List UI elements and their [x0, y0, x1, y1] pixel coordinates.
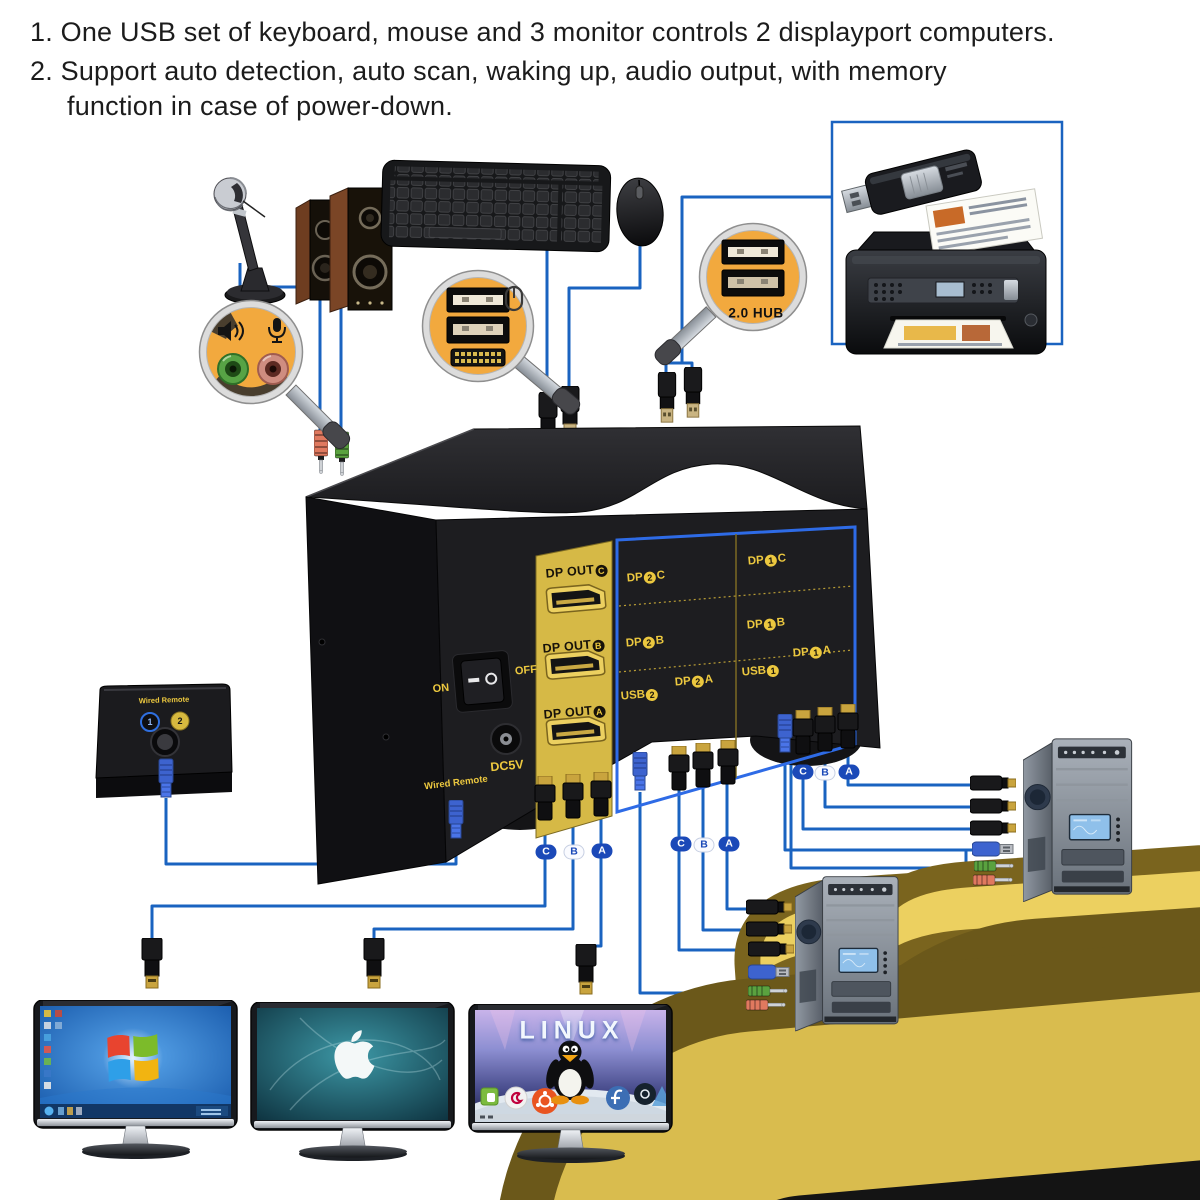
- pc1-usb-plug: [972, 841, 1014, 857]
- label-on: ON: [432, 681, 450, 696]
- instruction-line-2: 2. Support auto detection, auto scan, wa…: [30, 56, 947, 86]
- speaker-icon: [218, 321, 244, 341]
- monitor-plugs: [141, 938, 597, 995]
- speakers: [295, 187, 393, 313]
- cable-dpout-a-monitor3: [584, 814, 603, 948]
- apple-logo: [334, 1030, 375, 1079]
- instruction-line-3: function in case of power-down.: [67, 91, 453, 121]
- distro-logos: [480, 1083, 666, 1114]
- badge-pc2-a: A: [718, 836, 740, 852]
- tux-penguin: [546, 1040, 594, 1105]
- cable-pc1-a: [846, 744, 974, 787]
- monitor2-screen-mac: [257, 1008, 448, 1120]
- monitor2-dp-plug: [363, 938, 385, 989]
- monitor1-screen-windows: [40, 1006, 231, 1118]
- label-remote-title: Wired Remote: [138, 694, 190, 706]
- keyboard: [380, 159, 612, 253]
- remote-cable-plug: [448, 800, 464, 839]
- pc1-plug-c: [792, 710, 814, 755]
- dpout-plug-c: [534, 776, 556, 821]
- instruction-line-1: 1. One USB set of keyboard, mouse and 3 …: [30, 17, 1055, 47]
- badge-pc1-c: C: [792, 764, 814, 780]
- desktop-icons: [44, 1010, 62, 1089]
- cable-microphone: [238, 263, 322, 436]
- cable-pc1-usb: [783, 756, 977, 852]
- remote-plug: [158, 758, 174, 798]
- monitor3-screen-linux: [475, 1010, 666, 1122]
- dp-out-c-port: [545, 582, 607, 615]
- mouse: [616, 177, 664, 247]
- badge-pc1-b: B: [814, 765, 836, 781]
- label-linux: LINUX: [519, 1016, 625, 1045]
- badge-monitor-a: A: [591, 843, 613, 859]
- pc2-plug-b: [692, 743, 714, 788]
- cable-mouse: [567, 246, 642, 392]
- cable-dpout-b-monitor2: [372, 816, 575, 942]
- usb-flash-drive: [841, 149, 982, 215]
- wired-remote: [95, 683, 233, 798]
- pc2-plug-c: [668, 746, 690, 791]
- cable-dpout-c-monitor1: [150, 818, 547, 942]
- printer: [845, 188, 1047, 355]
- pc2-usb-plug: [748, 964, 790, 980]
- usb-magnifier: [421, 269, 581, 415]
- pc1-plug-a: [837, 704, 859, 749]
- pc1-plug-b: [814, 707, 836, 752]
- kvm-switch: [305, 425, 1200, 1200]
- badge-pc1-a: A: [838, 764, 860, 780]
- hub-magnifier: [654, 222, 808, 366]
- monitor1-dp-plug: [141, 938, 163, 989]
- usb-devices-box: [830, 120, 1064, 355]
- dpout-plug-a: [590, 772, 612, 817]
- usb1-plug: [777, 714, 793, 753]
- remote-button-1-label: 1: [147, 717, 153, 727]
- pc1-dp-c-plug: [970, 820, 1016, 836]
- badge-pc2-c: C: [670, 836, 692, 852]
- pc1-dp-b-plug: [970, 798, 1016, 814]
- label-2-0-hub: 2.0 HUB: [728, 305, 784, 321]
- cable-pc1-audio: [789, 758, 978, 870]
- windows-taskbar: [40, 1104, 231, 1118]
- label-off: OFF: [514, 663, 538, 678]
- dpout-plug-b: [562, 774, 584, 819]
- badge-monitor-b: B: [563, 844, 585, 860]
- cable-pc2-a: [725, 782, 750, 911]
- mouse-icon: [504, 285, 524, 312]
- microphone: [213, 177, 286, 305]
- audio-magnifier: [198, 299, 351, 450]
- remote-button-2-label: 2: [177, 716, 183, 726]
- computer2-tower: [795, 875, 899, 1032]
- windows-logo: [107, 1034, 159, 1082]
- computer1-tower: [1023, 738, 1133, 902]
- remote-button-1: [140, 712, 160, 732]
- aurora: [490, 1010, 646, 1052]
- cable-pc2-b: [701, 784, 750, 932]
- power-switch: [452, 650, 513, 713]
- keyboard-icon: [450, 348, 506, 367]
- badge-pc2-b: B: [693, 837, 715, 853]
- mic-icon: [268, 318, 286, 343]
- cable-pc2-c: [677, 786, 752, 952]
- monitor3-dp-plug: [575, 944, 597, 995]
- pc1-dp-a-plug: [970, 775, 1016, 791]
- hub-usb-plug-1: [657, 372, 677, 423]
- badge-monitor-c: C: [535, 844, 557, 860]
- pc2-plug-a: [717, 740, 739, 785]
- label-dc5v: DC5V: [489, 757, 525, 775]
- remote-button-2: [170, 711, 190, 731]
- hub-usb-plug-2: [683, 367, 703, 418]
- usb2-plug: [632, 752, 648, 791]
- cable-printer-hub: [680, 195, 832, 363]
